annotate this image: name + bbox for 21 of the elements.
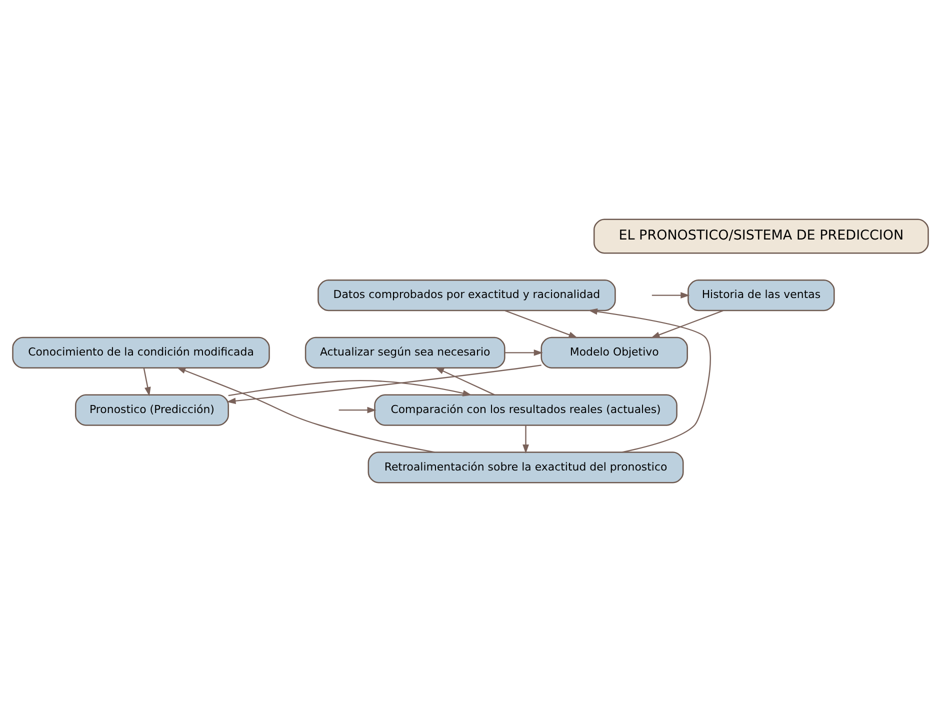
arrow (226, 364, 542, 404)
arrow (143, 368, 151, 396)
arrow (504, 349, 543, 356)
arrow (652, 292, 690, 298)
arrow (434, 366, 495, 395)
arrow (650, 310, 724, 338)
node-box: Actualizar según sea necesario (304, 336, 506, 368)
arrow (504, 310, 578, 338)
arrow (176, 366, 435, 452)
node-box: Conocimiento de la condición modificada (12, 336, 270, 368)
arrow (338, 406, 376, 413)
node-box: Historia de las ventas (688, 279, 835, 311)
arrow (228, 380, 472, 396)
node-box: Modelo Objetivo (540, 336, 688, 368)
arrow (522, 425, 529, 454)
node-box: Retroalimentación sobre la exactitud del pronostico (368, 451, 684, 483)
arrow (588, 308, 711, 452)
node-box: Comparación con los resultados reales (actuales) (374, 394, 678, 426)
node-box: Pronostico (Predicción) (75, 394, 229, 426)
node-box: Datos comprobados por exactitud y racionalidad (318, 279, 616, 311)
node-box: EL PRONOSTICO/SISTEMA DE PREDICCION (593, 218, 929, 254)
